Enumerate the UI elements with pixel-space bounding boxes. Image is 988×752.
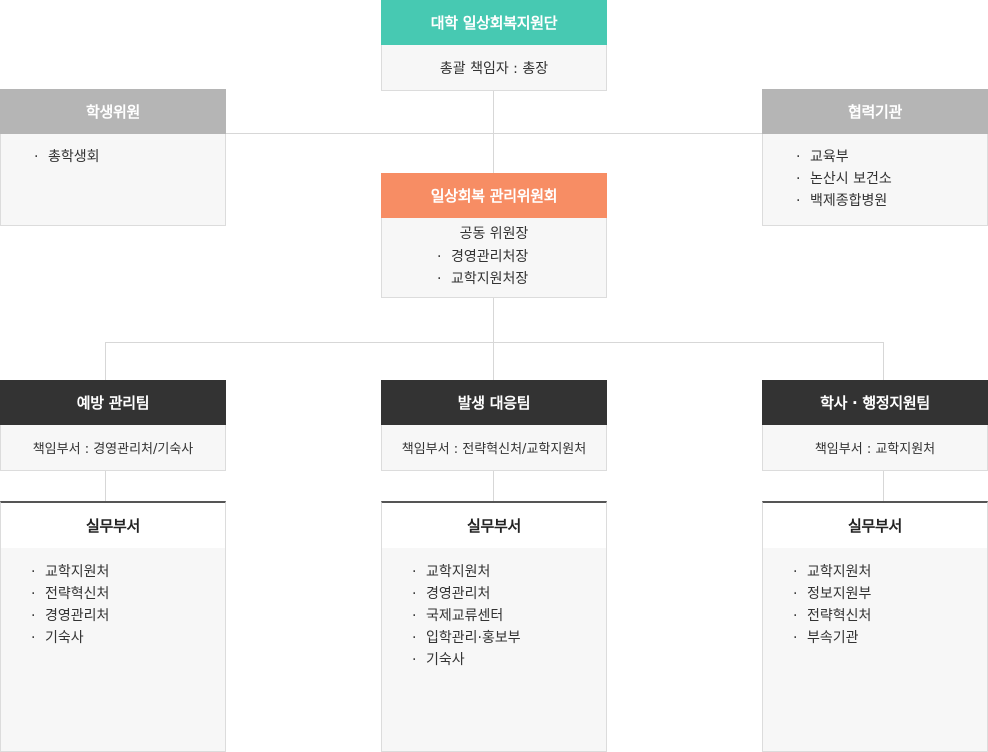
student-item: 총학생회 xyxy=(34,146,225,168)
sub-dept-item: 경영관리처 xyxy=(31,605,225,627)
sub-dept-title: 실무부서 xyxy=(0,501,226,548)
connector-team2-sub xyxy=(493,470,494,502)
connector-team3-sub xyxy=(883,470,884,502)
committee-body: 공동 위원장 경영관리처장 교학지원처장 xyxy=(381,218,607,298)
sub-dept-item: 정보지원부 xyxy=(793,583,987,605)
sub-dept-title: 실무부서 xyxy=(381,501,607,548)
team-title: 예방 관리팀 xyxy=(0,380,226,425)
partner-box: 협력기관 교육부 논산시 보건소 백제종합병원 xyxy=(762,89,988,226)
connector-top-vertical xyxy=(493,91,494,173)
sub-dept-item: 교학지원처 xyxy=(31,561,225,583)
sub-dept-item: 교학지원처 xyxy=(793,561,987,583)
committee-item: 경영관리처장 xyxy=(437,246,606,268)
team-title: 학사 · 행정지원팀 xyxy=(762,380,988,425)
sub-dept-body: 교학지원처 정보지원부 전략혁신처 부속기관 xyxy=(762,548,988,752)
connector-horizontal-teams xyxy=(105,342,884,343)
connector-team1-down xyxy=(105,342,106,380)
sub-dept-body: 교학지원처 전략혁신처 경영관리처 기숙사 xyxy=(0,548,226,752)
connector-committee-down xyxy=(493,297,494,380)
partner-item: 백제종합병원 xyxy=(796,190,987,212)
team-box: 예방 관리팀 책임부서 : 경영관리처/기숙사 xyxy=(0,380,226,471)
sub-dept-item: 전략혁신처 xyxy=(793,605,987,627)
sub-dept-box: 실무부서 교학지원처 전략혁신처 경영관리처 기숙사 xyxy=(0,501,226,752)
partner-item: 교육부 xyxy=(796,146,987,168)
sub-dept-item: 기숙사 xyxy=(412,649,606,671)
sub-dept-item: 입학관리·홍보부 xyxy=(412,627,606,649)
team-responsible: 책임부서 : 경영관리처/기숙사 xyxy=(0,425,226,471)
sub-dept-item: 교학지원처 xyxy=(412,561,606,583)
top-org-box: 대학 일상회복지원단 총괄 책임자 : 총장 xyxy=(381,0,607,91)
sub-dept-item: 부속기관 xyxy=(793,627,987,649)
committee-title: 일상회복 관리위원회 xyxy=(381,173,607,218)
student-title: 학생위원 xyxy=(0,89,226,134)
sub-dept-item: 기숙사 xyxy=(31,627,225,649)
committee-box: 일상회복 관리위원회 공동 위원장 경영관리처장 교학지원처장 xyxy=(381,173,607,298)
top-org-lead: 총괄 책임자 : 총장 xyxy=(381,45,607,91)
top-org-title: 대학 일상회복지원단 xyxy=(381,0,607,45)
sub-dept-title: 실무부서 xyxy=(762,501,988,548)
partner-item: 논산시 보건소 xyxy=(796,168,987,190)
sub-dept-box: 실무부서 교학지원처 경영관리처 국제교류센터 입학관리·홍보부 기숙사 xyxy=(381,501,607,752)
committee-item: 교학지원처장 xyxy=(437,268,606,290)
sub-dept-body: 교학지원처 경영관리처 국제교류센터 입학관리·홍보부 기숙사 xyxy=(381,548,607,752)
student-box: 학생위원 총학생회 xyxy=(0,89,226,226)
student-body: 총학생회 xyxy=(0,134,226,226)
sub-dept-item: 경영관리처 xyxy=(412,583,606,605)
team-box: 학사 · 행정지원팀 책임부서 : 교학지원처 xyxy=(762,380,988,471)
team-title: 발생 대응팀 xyxy=(381,380,607,425)
team-box: 발생 대응팀 책임부서 : 전략혁신처/교학지원처 xyxy=(381,380,607,471)
connector-horizontal-side xyxy=(225,133,763,134)
sub-dept-box: 실무부서 교학지원처 정보지원부 전략혁신처 부속기관 xyxy=(762,501,988,752)
connector-team1-sub xyxy=(105,470,106,502)
sub-dept-item: 전략혁신처 xyxy=(31,583,225,605)
team-responsible: 책임부서 : 교학지원처 xyxy=(762,425,988,471)
connector-team3-down xyxy=(883,342,884,380)
team-responsible: 책임부서 : 전략혁신처/교학지원처 xyxy=(381,425,607,471)
committee-heading: 공동 위원장 xyxy=(459,226,529,242)
partner-title: 협력기관 xyxy=(762,89,988,134)
sub-dept-item: 국제교류센터 xyxy=(412,605,606,627)
partner-body: 교육부 논산시 보건소 백제종합병원 xyxy=(762,134,988,226)
